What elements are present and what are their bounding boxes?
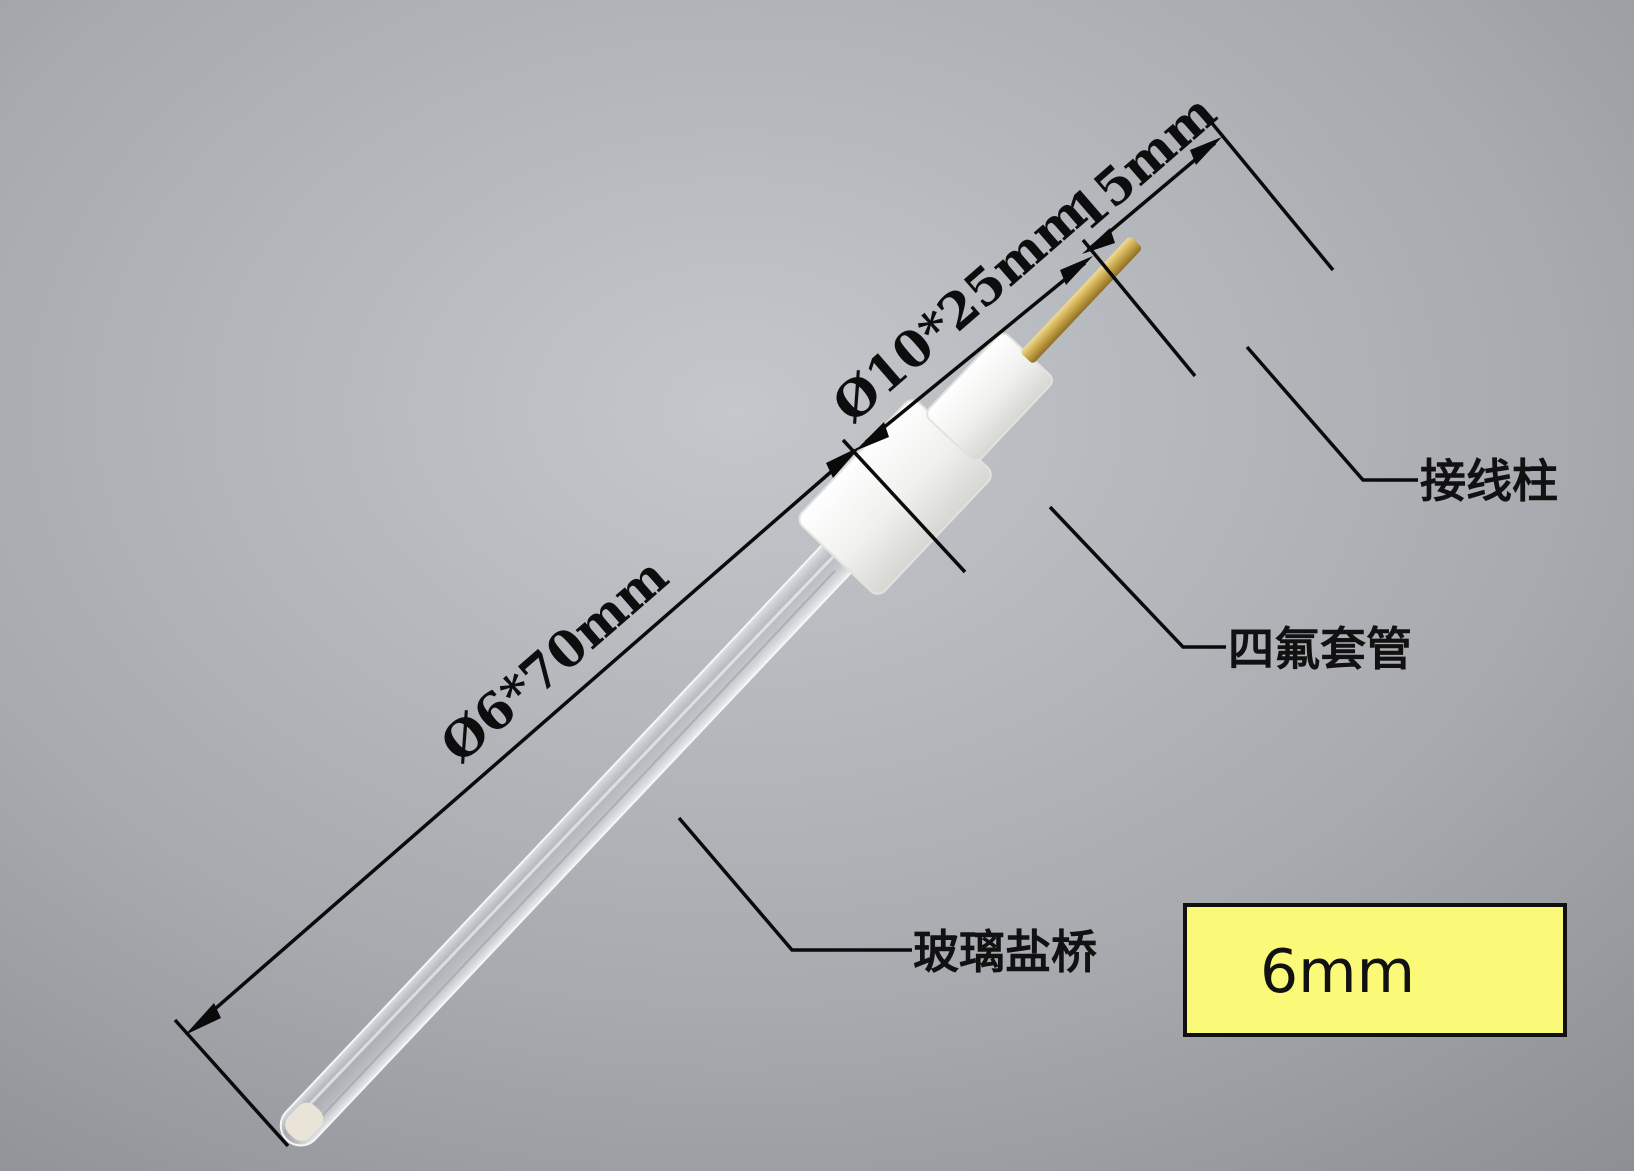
label-glass-salt-bridge: 玻璃盐桥 bbox=[913, 925, 1097, 979]
arrow-head bbox=[185, 1003, 221, 1035]
glass-highlight bbox=[300, 554, 835, 1114]
ext-line-pin-end bbox=[1195, 103, 1335, 272]
arrow-head bbox=[1190, 137, 1222, 165]
label-terminal-post: 接线柱 bbox=[1420, 454, 1558, 508]
arrow-head bbox=[855, 422, 889, 451]
callout-lines bbox=[677, 345, 1418, 952]
arrow-head bbox=[1060, 256, 1093, 285]
frit-tip bbox=[285, 1102, 324, 1141]
size-box bbox=[1183, 903, 1567, 1037]
ext-line-tube-end bbox=[841, 438, 967, 574]
arrow-head bbox=[1082, 228, 1115, 254]
arrow-head bbox=[826, 446, 861, 478]
dimension-lines bbox=[173, 103, 1335, 1148]
dim-line-25mm bbox=[864, 261, 1087, 444]
size-box-text: 6mm bbox=[1260, 937, 1415, 1007]
callout-line-sleeve bbox=[1048, 505, 1226, 649]
label-ptfe-sleeve: 四氟套管 bbox=[1228, 622, 1412, 676]
ext-line-tube-start bbox=[173, 1018, 290, 1148]
ext-line-sleeve-end bbox=[1081, 238, 1197, 378]
brass-terminal-pin bbox=[1021, 237, 1142, 363]
callout-line-terminal bbox=[1245, 345, 1418, 482]
arrow-heads bbox=[185, 137, 1222, 1035]
glass-inner-line bbox=[320, 570, 836, 1118]
dim-line-70mm bbox=[198, 455, 850, 1024]
callout-line-glass bbox=[677, 816, 912, 952]
